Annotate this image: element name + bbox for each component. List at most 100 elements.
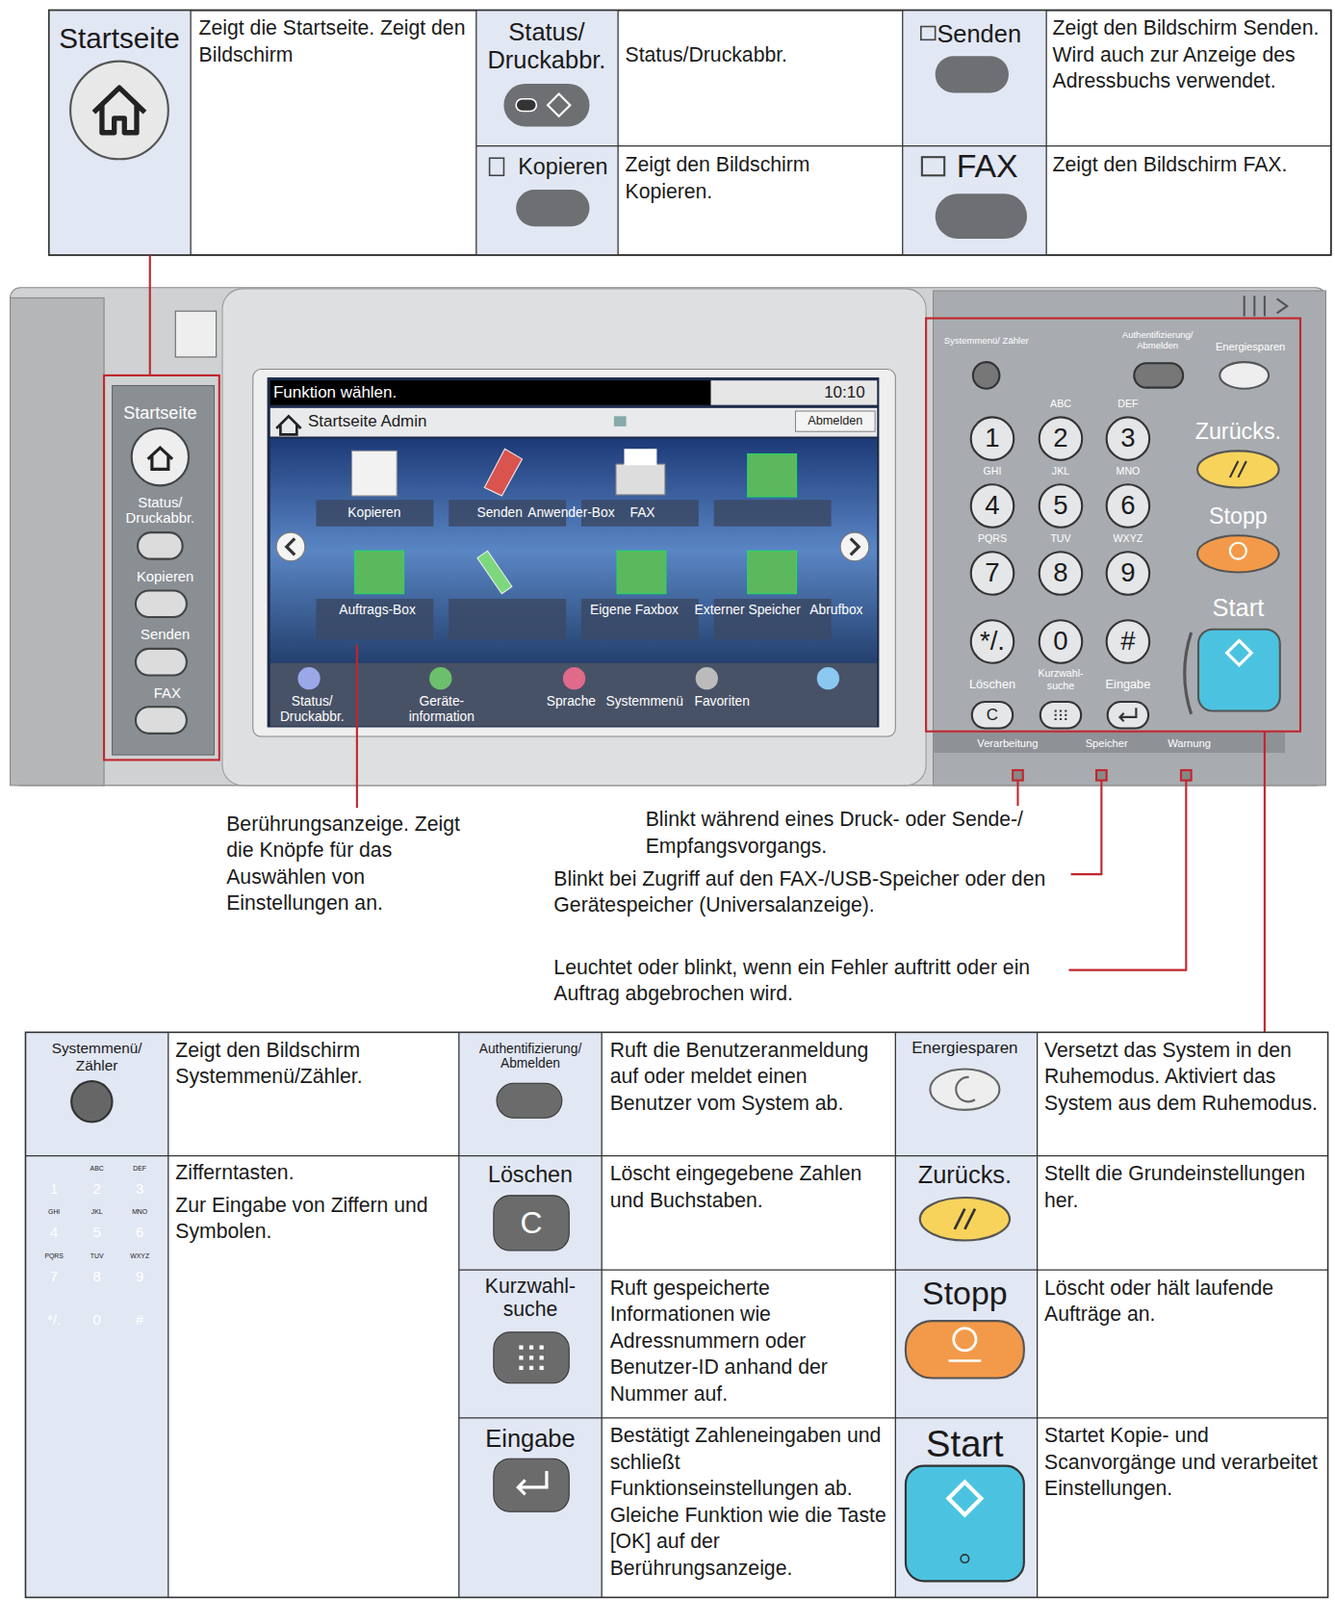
panel-label: Stopp <box>922 1274 1008 1312</box>
panel-label: GHI <box>48 1207 60 1216</box>
key-button <box>971 416 1015 461</box>
panel-label: DEF <box>132 1163 147 1172</box>
panel-label: Geräte- information <box>400 694 483 726</box>
panel-label: # <box>135 1311 144 1329</box>
panel-label: Speicher <box>1085 736 1129 749</box>
panel-label: Start <box>1212 593 1265 622</box>
panel-label: Zifferntasten. <box>175 1158 294 1186</box>
panel-label: 1 <box>50 1180 58 1197</box>
panel-label: Systemmenü <box>605 693 683 710</box>
panel-label: Energiesparen <box>1215 340 1285 354</box>
panel-label: Startseite <box>58 22 180 55</box>
panel-label: Abmelden <box>807 413 863 429</box>
panel-label: Externer Speicher <box>694 603 801 619</box>
panel-label: Energiesparen <box>911 1039 1018 1058</box>
key-button <box>1106 551 1151 595</box>
panel-label: Löscht eingegebene Zahlen und Buchstaben… <box>610 1159 892 1213</box>
panel-label: Kurzwahl- suche <box>468 1273 591 1321</box>
panel-label: TUV <box>1050 532 1071 544</box>
panel-label: Zeigt die Startseite. Zeigt den Bildschi… <box>199 14 475 68</box>
key-button <box>1039 619 1083 664</box>
panel-label: 5 <box>93 1223 102 1240</box>
panel-label: Löschen <box>969 678 1016 694</box>
panel-label: ABC <box>90 1163 104 1172</box>
panel-label: Status/ Druckabbr. <box>113 493 207 527</box>
panel-label: 2 <box>1052 423 1068 455</box>
panel-label: ABC <box>1050 398 1072 411</box>
key-button <box>1039 484 1083 528</box>
leader-lines <box>103 255 1301 1032</box>
panel-label: C <box>520 1205 543 1241</box>
panel-label: Löschen <box>487 1161 573 1188</box>
key-button <box>1106 484 1151 528</box>
panel-label: 2 <box>93 1180 102 1197</box>
panel-label: Blinkt bei Zugriff auf den FAX-/USB-Spei… <box>553 865 1064 919</box>
panel-label: 3 <box>135 1180 144 1197</box>
bottom-table <box>25 1031 1328 1597</box>
panel-label: Kopieren <box>517 153 608 180</box>
panel-label: WXYZ <box>129 1251 150 1259</box>
panel-label: 7 <box>984 558 1000 590</box>
panel-label: 1 <box>984 423 1000 455</box>
panel-label: Berührungsanzeige. Zeigt die Knöpfe für … <box>226 809 491 916</box>
panel-label: 3 <box>1120 423 1135 455</box>
panel-label: 7 <box>50 1267 58 1284</box>
panel-label: Start <box>925 1422 1004 1465</box>
panel-label: C <box>986 705 999 724</box>
panel-label: WXYZ <box>1113 532 1144 544</box>
panel-label: Zeigt den Bildschirm FAX. <box>1052 151 1327 179</box>
panel-label: 6 <box>135 1223 144 1240</box>
panel-label: Blinkt während eines Druck- oder Sende-/… <box>645 805 1085 859</box>
panel-label: Status/ Druckabbr. <box>271 694 354 726</box>
panel-label: Warnung <box>1167 736 1211 749</box>
key-button <box>971 619 1015 664</box>
key-button <box>1039 551 1083 595</box>
panel-label: Ruft gespeicherte Informationen wie Adre… <box>610 1273 892 1407</box>
panel-label: 8 <box>1052 558 1068 590</box>
panel-label: */. <box>47 1311 61 1329</box>
top-table <box>49 10 1332 256</box>
panel-label: Auftrags-Box <box>338 603 416 619</box>
panel-label: PQRS <box>44 1251 64 1259</box>
panel-label: JKL <box>91 1207 103 1216</box>
touch-screen <box>270 380 877 726</box>
panel-label: */. <box>979 626 1005 658</box>
panel-label: Kopieren <box>347 505 401 521</box>
panel-label: DEF <box>1117 398 1138 411</box>
panel-label: Senden <box>140 626 190 643</box>
panel-label: Zur Eingabe von Ziffern und Symbolen. <box>175 1191 431 1245</box>
key-button <box>1039 416 1083 461</box>
panel-label: Stellt die Grundeinstellungen her. <box>1044 1159 1326 1213</box>
panel-label: Abrufbox <box>809 603 863 619</box>
panel-label: Eingabe <box>1105 678 1152 694</box>
panel-label: Bestätigt Zahleneingaben und schließt Fu… <box>610 1421 892 1581</box>
panel-label: JKL <box>1052 464 1070 477</box>
panel-label: 4 <box>984 490 1000 522</box>
key-button <box>1106 416 1151 461</box>
panel-label: FAX <box>956 147 1019 185</box>
panel-label: 9 <box>1120 558 1135 590</box>
panel-label: Zeigt den Bildschirm Kopieren. <box>625 151 897 205</box>
panel-label: Anwender-Box <box>527 505 615 521</box>
panel-label: 4 <box>50 1223 58 1240</box>
panel-label: Eingabe <box>485 1423 575 1452</box>
panel-label: Senden <box>936 19 1022 48</box>
panel-label: Status/Druckabbr. <box>625 40 897 68</box>
panel-label: Löscht oder hält laufende Aufträge an. <box>1044 1273 1326 1327</box>
panel-label: Sprache <box>546 693 596 710</box>
panel-label: GHI <box>983 464 1002 477</box>
panel-label: MNO <box>1116 464 1141 477</box>
panel-housing <box>10 287 1327 786</box>
key-button <box>971 551 1015 595</box>
panel-label: Zeigt den Bildschirm Systemmenü/Zähler. <box>175 1036 453 1090</box>
panel-label: 0 <box>1052 626 1068 658</box>
panel-label: 9 <box>135 1267 144 1284</box>
panel-label: Stopp <box>1208 503 1268 530</box>
panel-label: Funktion wählen. <box>273 382 397 404</box>
panel-label: 0 <box>93 1311 102 1329</box>
panel-label: 10:10 <box>823 382 865 404</box>
panel-label: PQRS <box>977 532 1007 544</box>
panel-label: Authentifizierung/ Abmelden <box>1101 330 1214 352</box>
panel-label: Startseite <box>123 403 197 424</box>
panel-label: Zurücks. <box>918 1160 1012 1189</box>
